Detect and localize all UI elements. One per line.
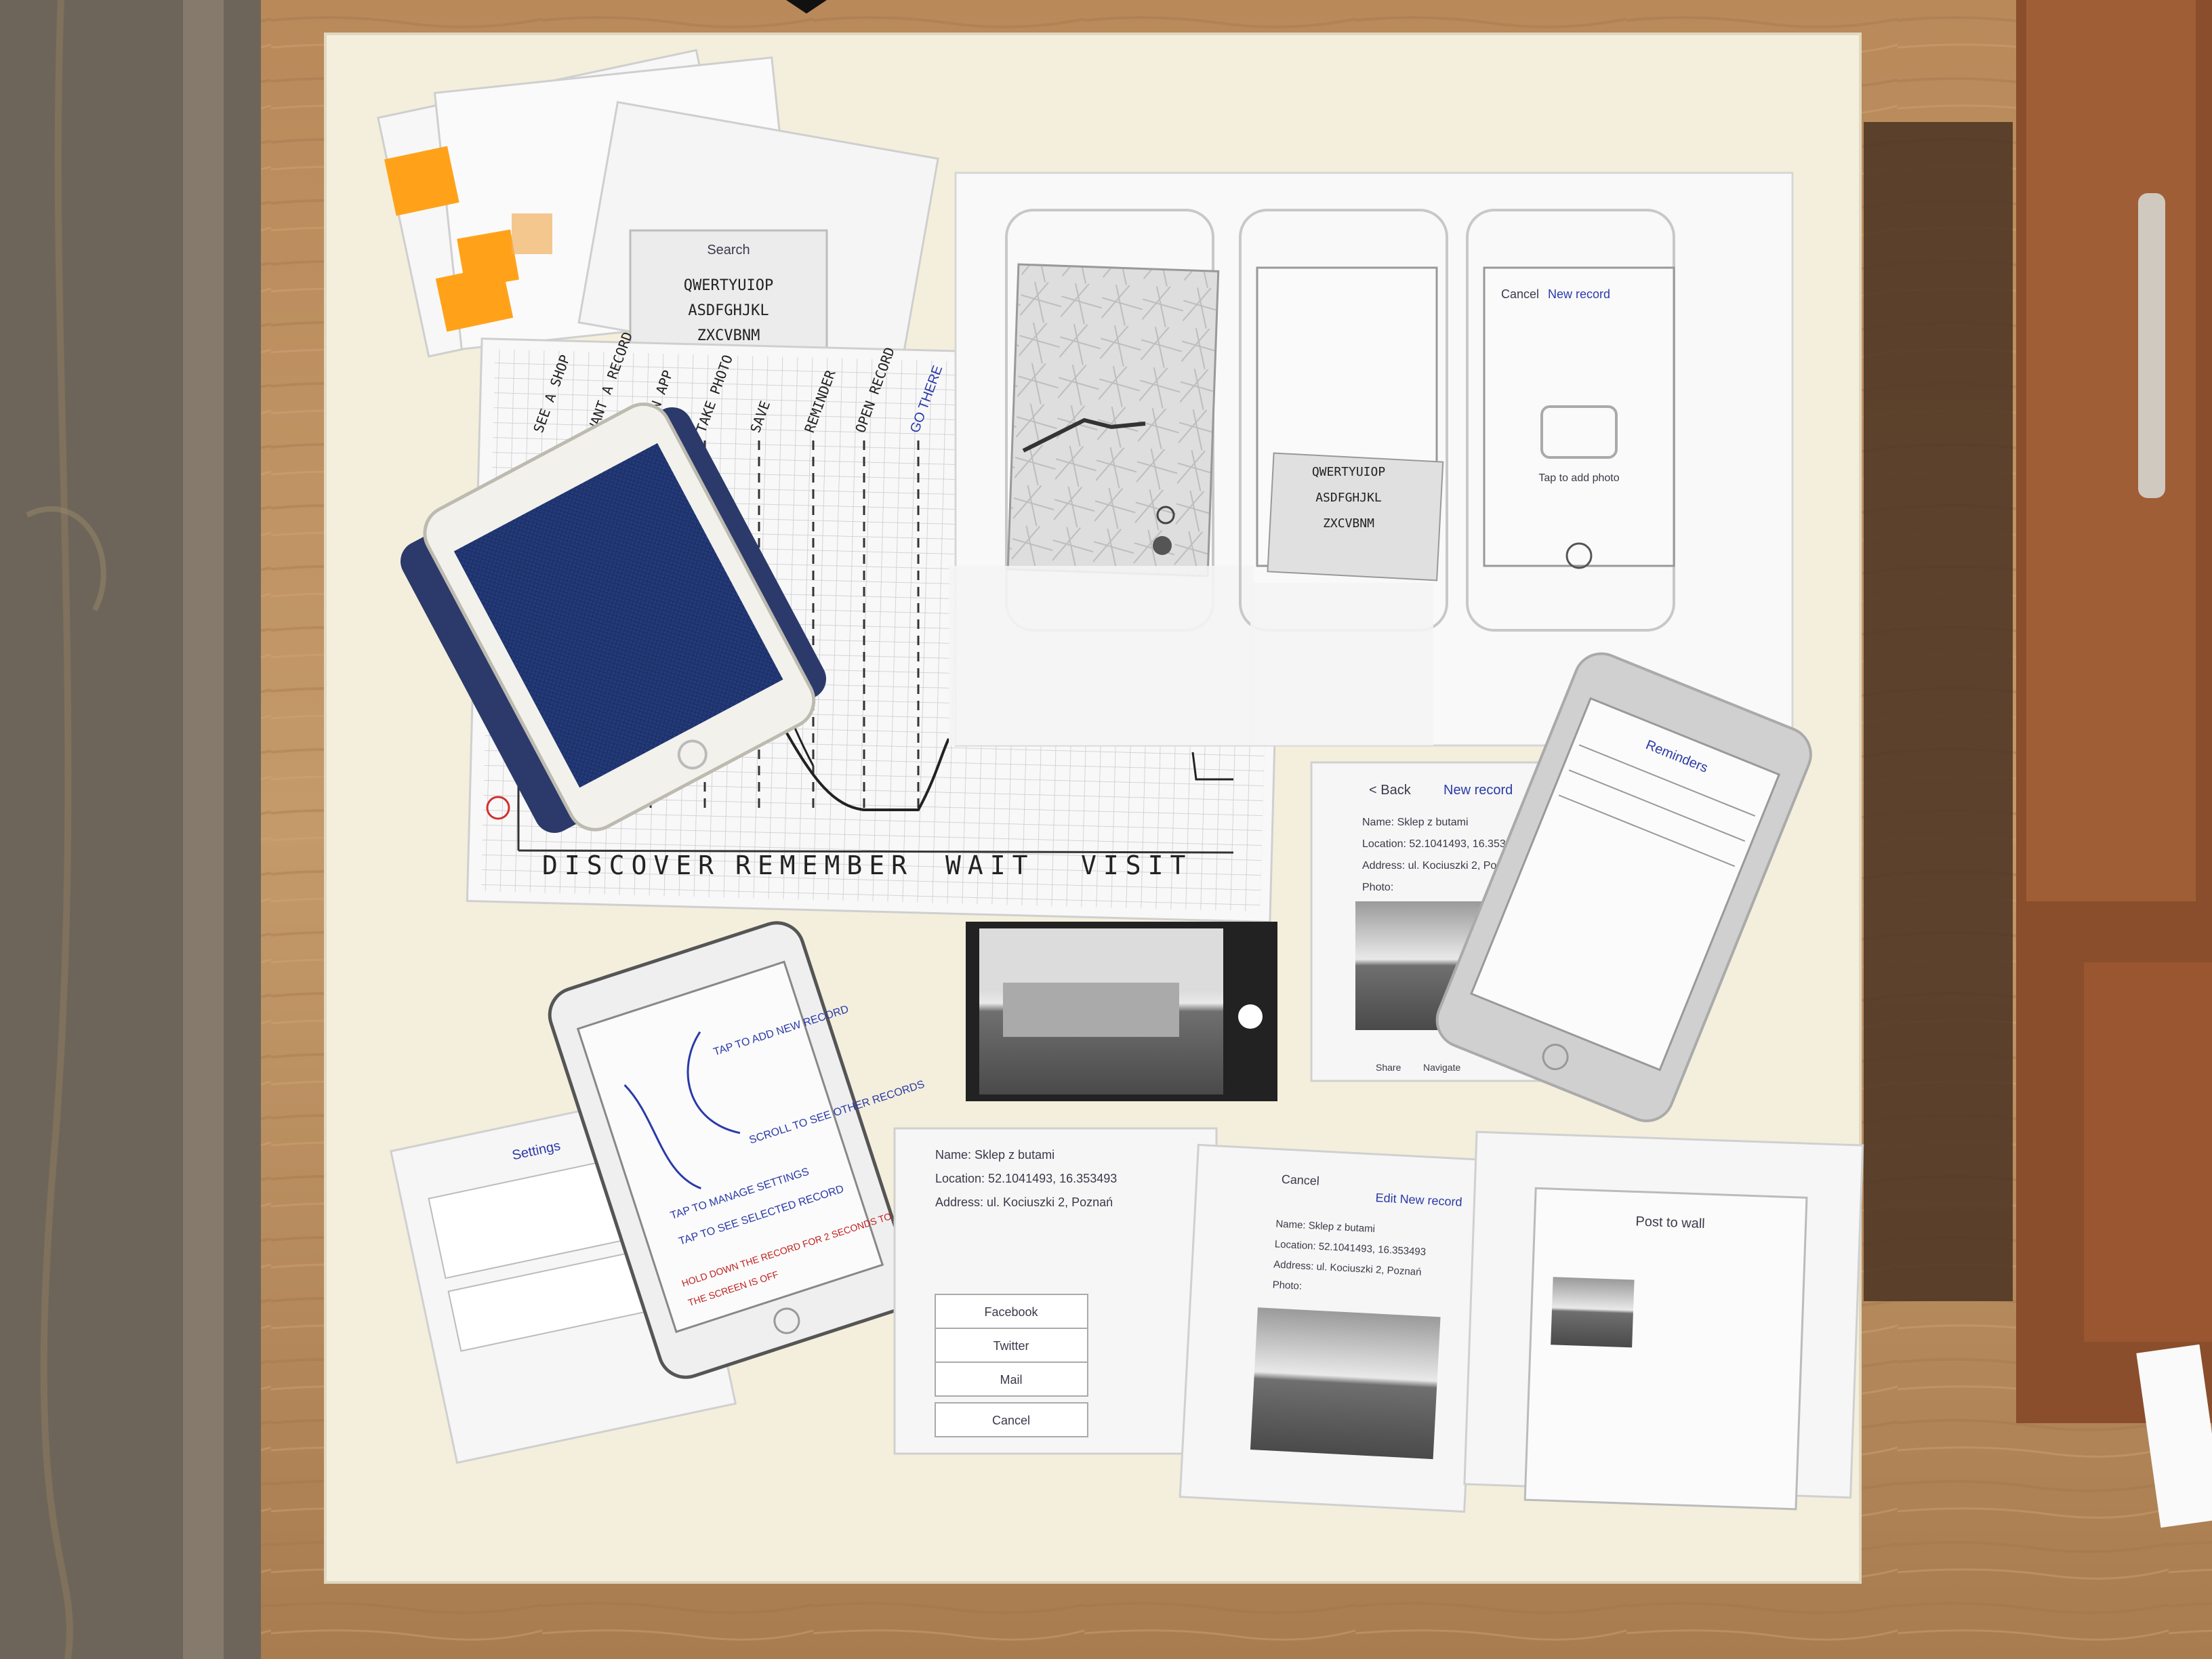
share-facebook: Facebook [984, 1305, 1038, 1319]
location-field: Location: 52.1041493, 16.353493 [935, 1172, 1117, 1185]
stage-remember: REMEMBER [735, 851, 914, 880]
cardboard-phone-prototype [400, 403, 827, 834]
camera-icon [1540, 405, 1618, 459]
camera-icon [1153, 536, 1172, 555]
navigate-button-label: Navigate [1423, 1062, 1460, 1073]
name-field: Name: Sklep z butami [935, 1148, 1054, 1162]
share-button-label: Share [1376, 1062, 1401, 1073]
keyboard-row-2: ASDFGHJKL [1315, 491, 1382, 505]
photo-field: Photo: [1272, 1279, 1302, 1292]
keyboard-row-2: ASDFGHJKL [688, 302, 769, 319]
address-field: Address: ul. Kociuszki 2, Poznań [1362, 860, 1520, 872]
shop-photo [1250, 1307, 1441, 1460]
cardboard-phone-annotated: TAP TO MANAGE SETTINGS TAP TO ADD NEW RE… [548, 921, 930, 1379]
keyboard: QWERTYUIOP ASDFGHJKL ZXCVBNM [684, 277, 773, 344]
sticky-note [512, 213, 552, 254]
keyboard-row-1: QWERTYUIOP [1312, 465, 1386, 479]
sticky-note [435, 264, 514, 332]
wooden-cabinet [1864, 0, 2212, 1423]
corner-marker [786, 0, 827, 14]
share-sheet-mockup: Name: Sklep z butami Location: 52.104149… [893, 1127, 1218, 1455]
checkmark-icon [1565, 542, 1593, 569]
note-card [2136, 1344, 2212, 1528]
stage-visit: VISIT [1081, 851, 1192, 880]
keyboard-row-3: ZXCVBNM [1323, 516, 1374, 531]
post-to-wall-title: Post to wall [1635, 1214, 1705, 1231]
phone-screen [453, 443, 783, 788]
stage-discover: DISCOVER [542, 851, 720, 880]
printed-phone-frames: QWERTYUIOP ASDFGHJKL ZXCVBNM Cancel New … [949, 171, 1794, 747]
stage-labels: DISCOVER REMEMBER WAIT VISIT [542, 851, 1192, 880]
shop-photo [1551, 1277, 1635, 1348]
back-label: < Back [1369, 783, 1412, 798]
keyboard-row-1: QWERTYUIOP [684, 277, 773, 294]
rug [0, 0, 261, 1659]
frown-face-icon [486, 796, 510, 820]
photo-hint: Tap to add photo [1538, 472, 1619, 484]
photo-field: Photo: [1362, 882, 1393, 893]
paper-mockup-stack: Search QWERTYUIOP ASDFGHJKL ZXCVBNM [377, 49, 939, 380]
share-twitter: Twitter [993, 1339, 1029, 1353]
keyboard-row-3: ZXCVBNM [697, 327, 760, 344]
address-field: Address: ul. Kociuszki 2, Poznań [935, 1195, 1113, 1209]
sticky-note [384, 146, 459, 216]
new-record-title: New record [1548, 287, 1610, 301]
cancel-label: Cancel [1501, 287, 1539, 301]
cardboard-phone-list: Reminders [1435, 652, 1812, 1122]
share-cancel: Cancel [992, 1414, 1030, 1427]
location-field: Location: 52.1041493, 16.353493 [1362, 838, 1524, 850]
name-field: Name: Sklep z butami [1362, 817, 1469, 828]
plus-icon [1156, 506, 1175, 525]
share-mail: Mail [1000, 1373, 1022, 1387]
cancel-label: Cancel [1281, 1172, 1319, 1188]
camera-screenshot [966, 922, 1277, 1101]
edit-record-mockup: Cancel Edit New record Name: Sklep z but… [1179, 1143, 1484, 1513]
stage-wait: WAIT [945, 851, 1035, 880]
keyboard-search-label: Search [707, 243, 750, 258]
home-button [677, 739, 708, 770]
post-to-wall-mockup: Post to wall [1463, 1130, 1864, 1511]
map-screen [1006, 263, 1220, 577]
new-record-title: New record [1443, 783, 1513, 798]
shutter-button [1238, 1004, 1263, 1029]
